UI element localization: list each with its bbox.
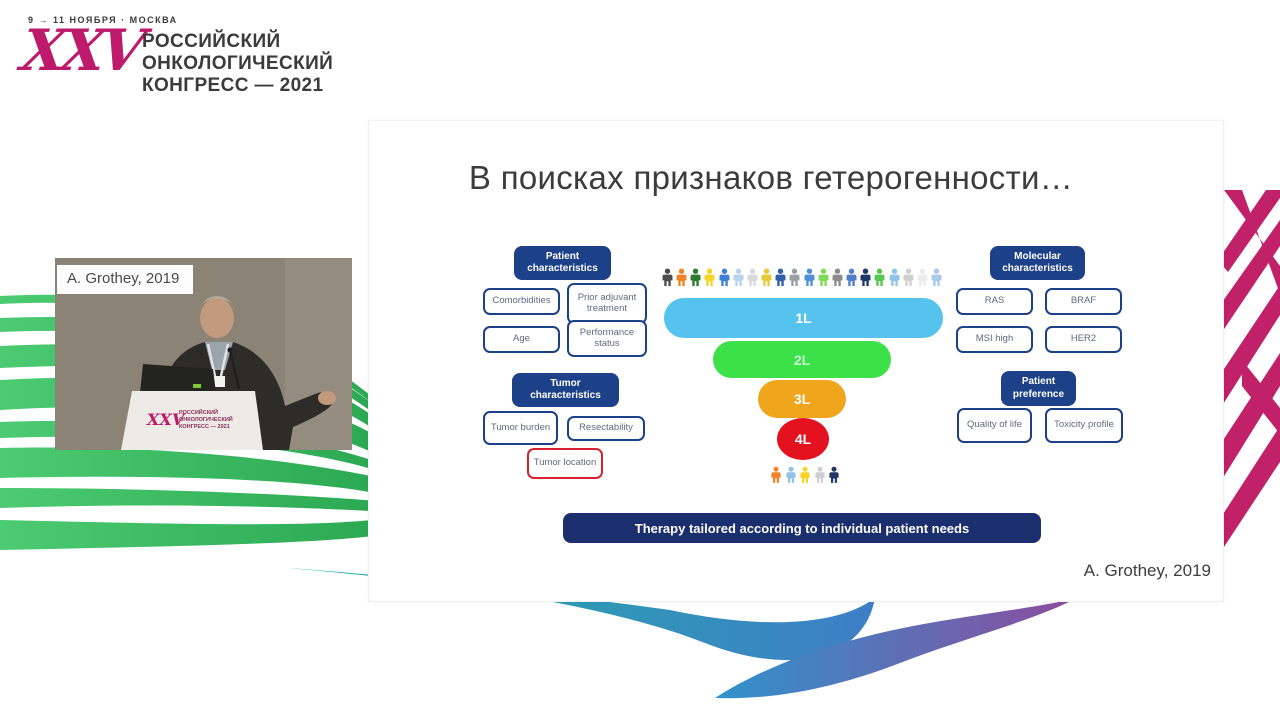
person-icon [846, 268, 857, 287]
funnel-level-2L: 2L [713, 341, 891, 378]
funnel-level-4L: 4L [777, 418, 829, 460]
person-icon [889, 268, 899, 287]
microphone [229, 349, 240, 390]
congress-title-line2: ОНКОЛОГИЧЕСКИЙ [142, 53, 334, 74]
podium-front [121, 391, 263, 450]
person-icon [719, 268, 730, 287]
speaker-hand [318, 391, 336, 405]
podium-text-line1: РОССИЙСКИЙ [179, 408, 218, 416]
person-icon [818, 268, 829, 287]
person-icon [903, 268, 914, 287]
speaker-head [200, 298, 234, 338]
congress-title: РОССИЙСКИЙ ОНКОЛОГИЧЕСКИЙ КОНГРЕСС — 202… [142, 31, 333, 97]
person-icon [785, 466, 796, 483]
podium-text-line3: КОНГРЕСС — 2021 [179, 424, 230, 430]
podium-text-line2: ОНКОЛОГИЧЕСКИЙ [179, 415, 233, 423]
person-icon [804, 268, 815, 287]
person-icon [771, 466, 781, 483]
funnel-level-3L: 3L [758, 380, 846, 418]
person-icon [800, 466, 810, 483]
tumor-burden-box: Tumor burden [483, 411, 558, 445]
remaining-patient-icons-row [770, 462, 840, 488]
slide-citation: A. Grothey, 2019 [1083, 561, 1211, 580]
patient-characteristics-header: Patient characteristics [514, 246, 611, 280]
congress-dates: 9 → 11 НОЯБРЯ · МОСКВА [28, 15, 178, 25]
braf-box: BRAF [1045, 288, 1122, 315]
prior-adjuvant-treatment-box: Prior adjuvant treatment [567, 283, 647, 324]
teal-swoosh-decoration [287, 568, 1077, 699]
podium-xxv-logo: XXV [146, 410, 186, 429]
ras-box: RAS [956, 288, 1033, 315]
comorbidities-box: Comorbidities [483, 288, 560, 315]
toxicity-profile-box: Toxicity profile [1045, 408, 1123, 443]
person-icon [829, 466, 839, 483]
msi-high-box: MSI high [956, 326, 1033, 353]
tumor-characteristics-header: Tumor characteristics [512, 373, 619, 407]
speaker-video-inset: XXV РОССИЙСКИЙ ОНКОЛОГИЧЕСКИЙ КОНГРЕСС —… [55, 258, 352, 450]
tumor-location-box-highlighted: Tumor location [527, 448, 603, 479]
person-icon [860, 268, 871, 287]
xxv-logo: XXV [17, 17, 145, 84]
person-icon [814, 466, 825, 483]
molecular-characteristics-header: Molecular characteristics [990, 246, 1085, 280]
podium: XXV РОССИЙСКИЙ ОНКОЛОГИЧЕСКИЙ КОНГРЕСС —… [121, 347, 263, 450]
slide-title: В поисках признаков гетерогенности… [468, 159, 1074, 196]
video-caption: A. Grothey, 2019 [57, 265, 194, 294]
her2-box: HER2 [1045, 326, 1122, 353]
patient-icons-row [661, 261, 943, 292]
person-icon [931, 268, 942, 287]
age-box: Age [483, 326, 560, 353]
person-icon [690, 268, 701, 287]
speaker-badge [210, 376, 225, 387]
performance-status-box: Performance status [567, 320, 647, 357]
therapy-banner: Therapy tailored according to individual… [563, 513, 1041, 543]
person-icon [704, 268, 715, 287]
magenta-stripes-decoration [1218, 190, 1280, 550]
person-icon [832, 268, 843, 287]
person-icon [662, 268, 673, 287]
speaker-scene: XXV РОССИЙСКИЙ ОНКОЛОГИЧЕСКИЙ КОНГРЕСС —… [55, 258, 352, 450]
congress-title-line3: КОНГРЕСС — 2021 [142, 75, 324, 96]
person-icon [747, 268, 758, 287]
person-icon [733, 268, 744, 287]
person-icon [789, 268, 800, 287]
funnel-level-1L: 1L [664, 298, 943, 338]
person-icon [775, 268, 786, 287]
resectability-box: Resectability [567, 416, 645, 441]
person-icon [676, 268, 687, 287]
quality-of-life-box: Quality of life [957, 408, 1032, 443]
person-icon [874, 268, 885, 287]
person-icon [761, 268, 772, 287]
patient-preference-header: Patient preference [1001, 371, 1076, 406]
presentation-slide: В поисках признаков гетерогенности… Pati… [368, 120, 1224, 602]
congress-title-line1: РОССИЙСКИЙ [142, 31, 281, 52]
person-icon [917, 268, 928, 287]
